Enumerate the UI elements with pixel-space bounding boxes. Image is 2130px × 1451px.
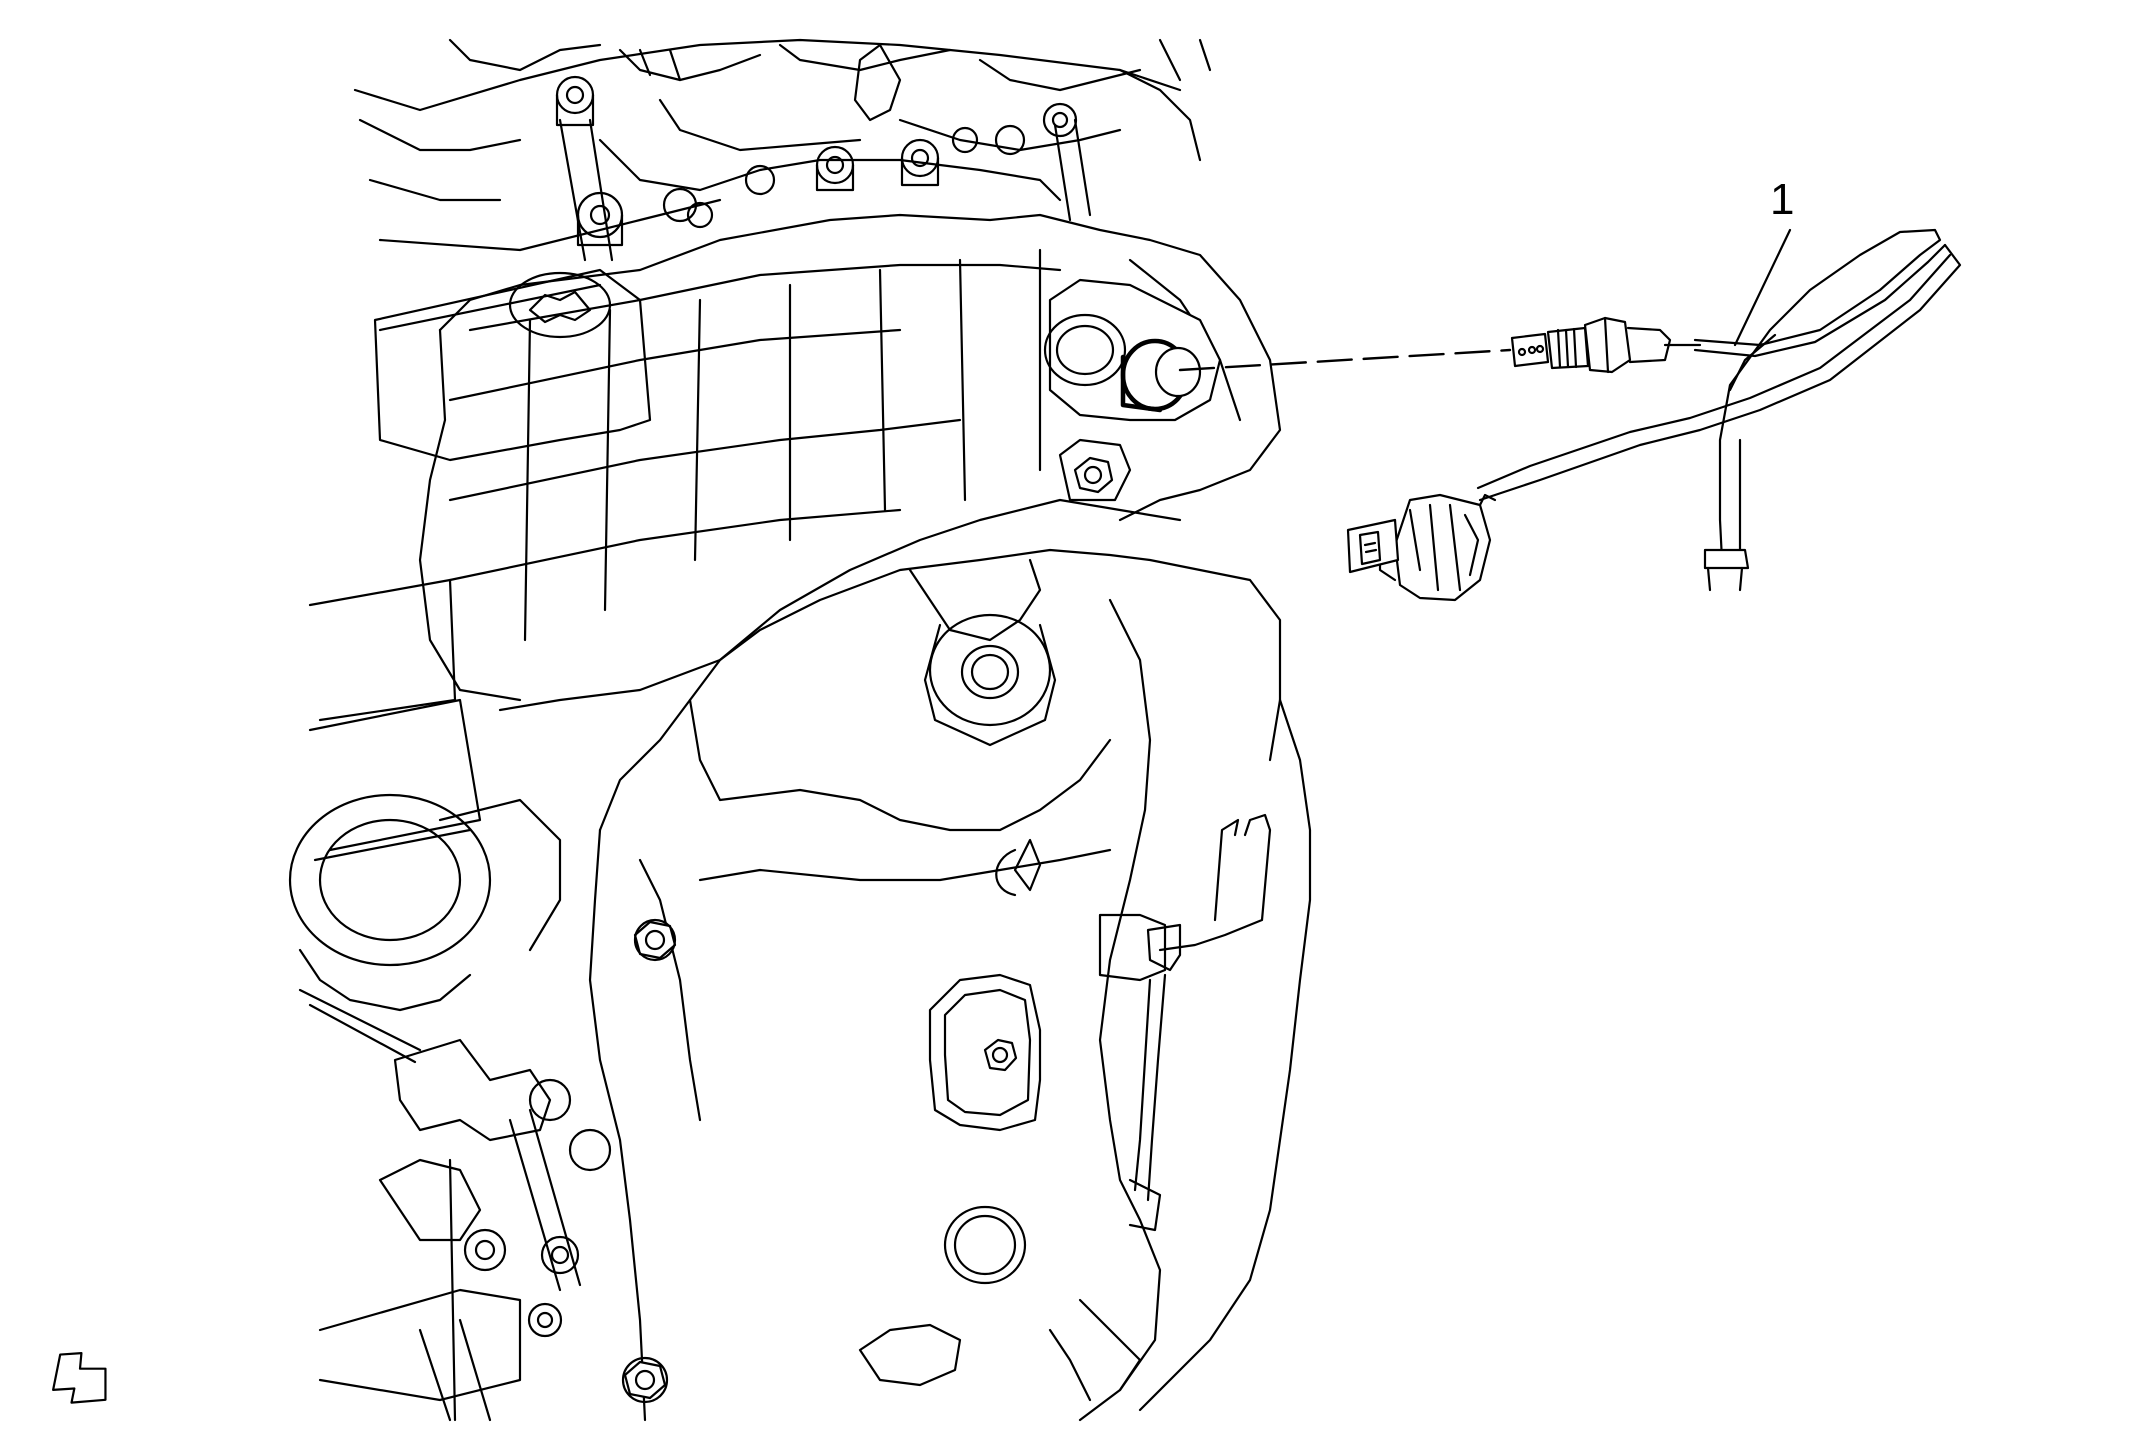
engine-upper-assembly bbox=[353, 38, 1212, 262]
sensor-port-boss bbox=[1043, 278, 1222, 502]
catalytic-converter-heat-shield bbox=[588, 548, 1312, 1422]
installed-sensor-harness bbox=[1098, 813, 1272, 1232]
temperature-sensor-component bbox=[1346, 228, 1962, 602]
callout-label-1: 1 bbox=[1770, 175, 1795, 224]
callout-1-leader bbox=[1733, 228, 1792, 347]
exhaust-heat-shield-upper bbox=[418, 213, 1282, 712]
engine-block-left bbox=[288, 268, 652, 1422]
front-direction-arrow-icon bbox=[52, 1352, 107, 1404]
install-path-leader-line bbox=[1178, 348, 1512, 372]
intake-bolts bbox=[555, 75, 1078, 247]
